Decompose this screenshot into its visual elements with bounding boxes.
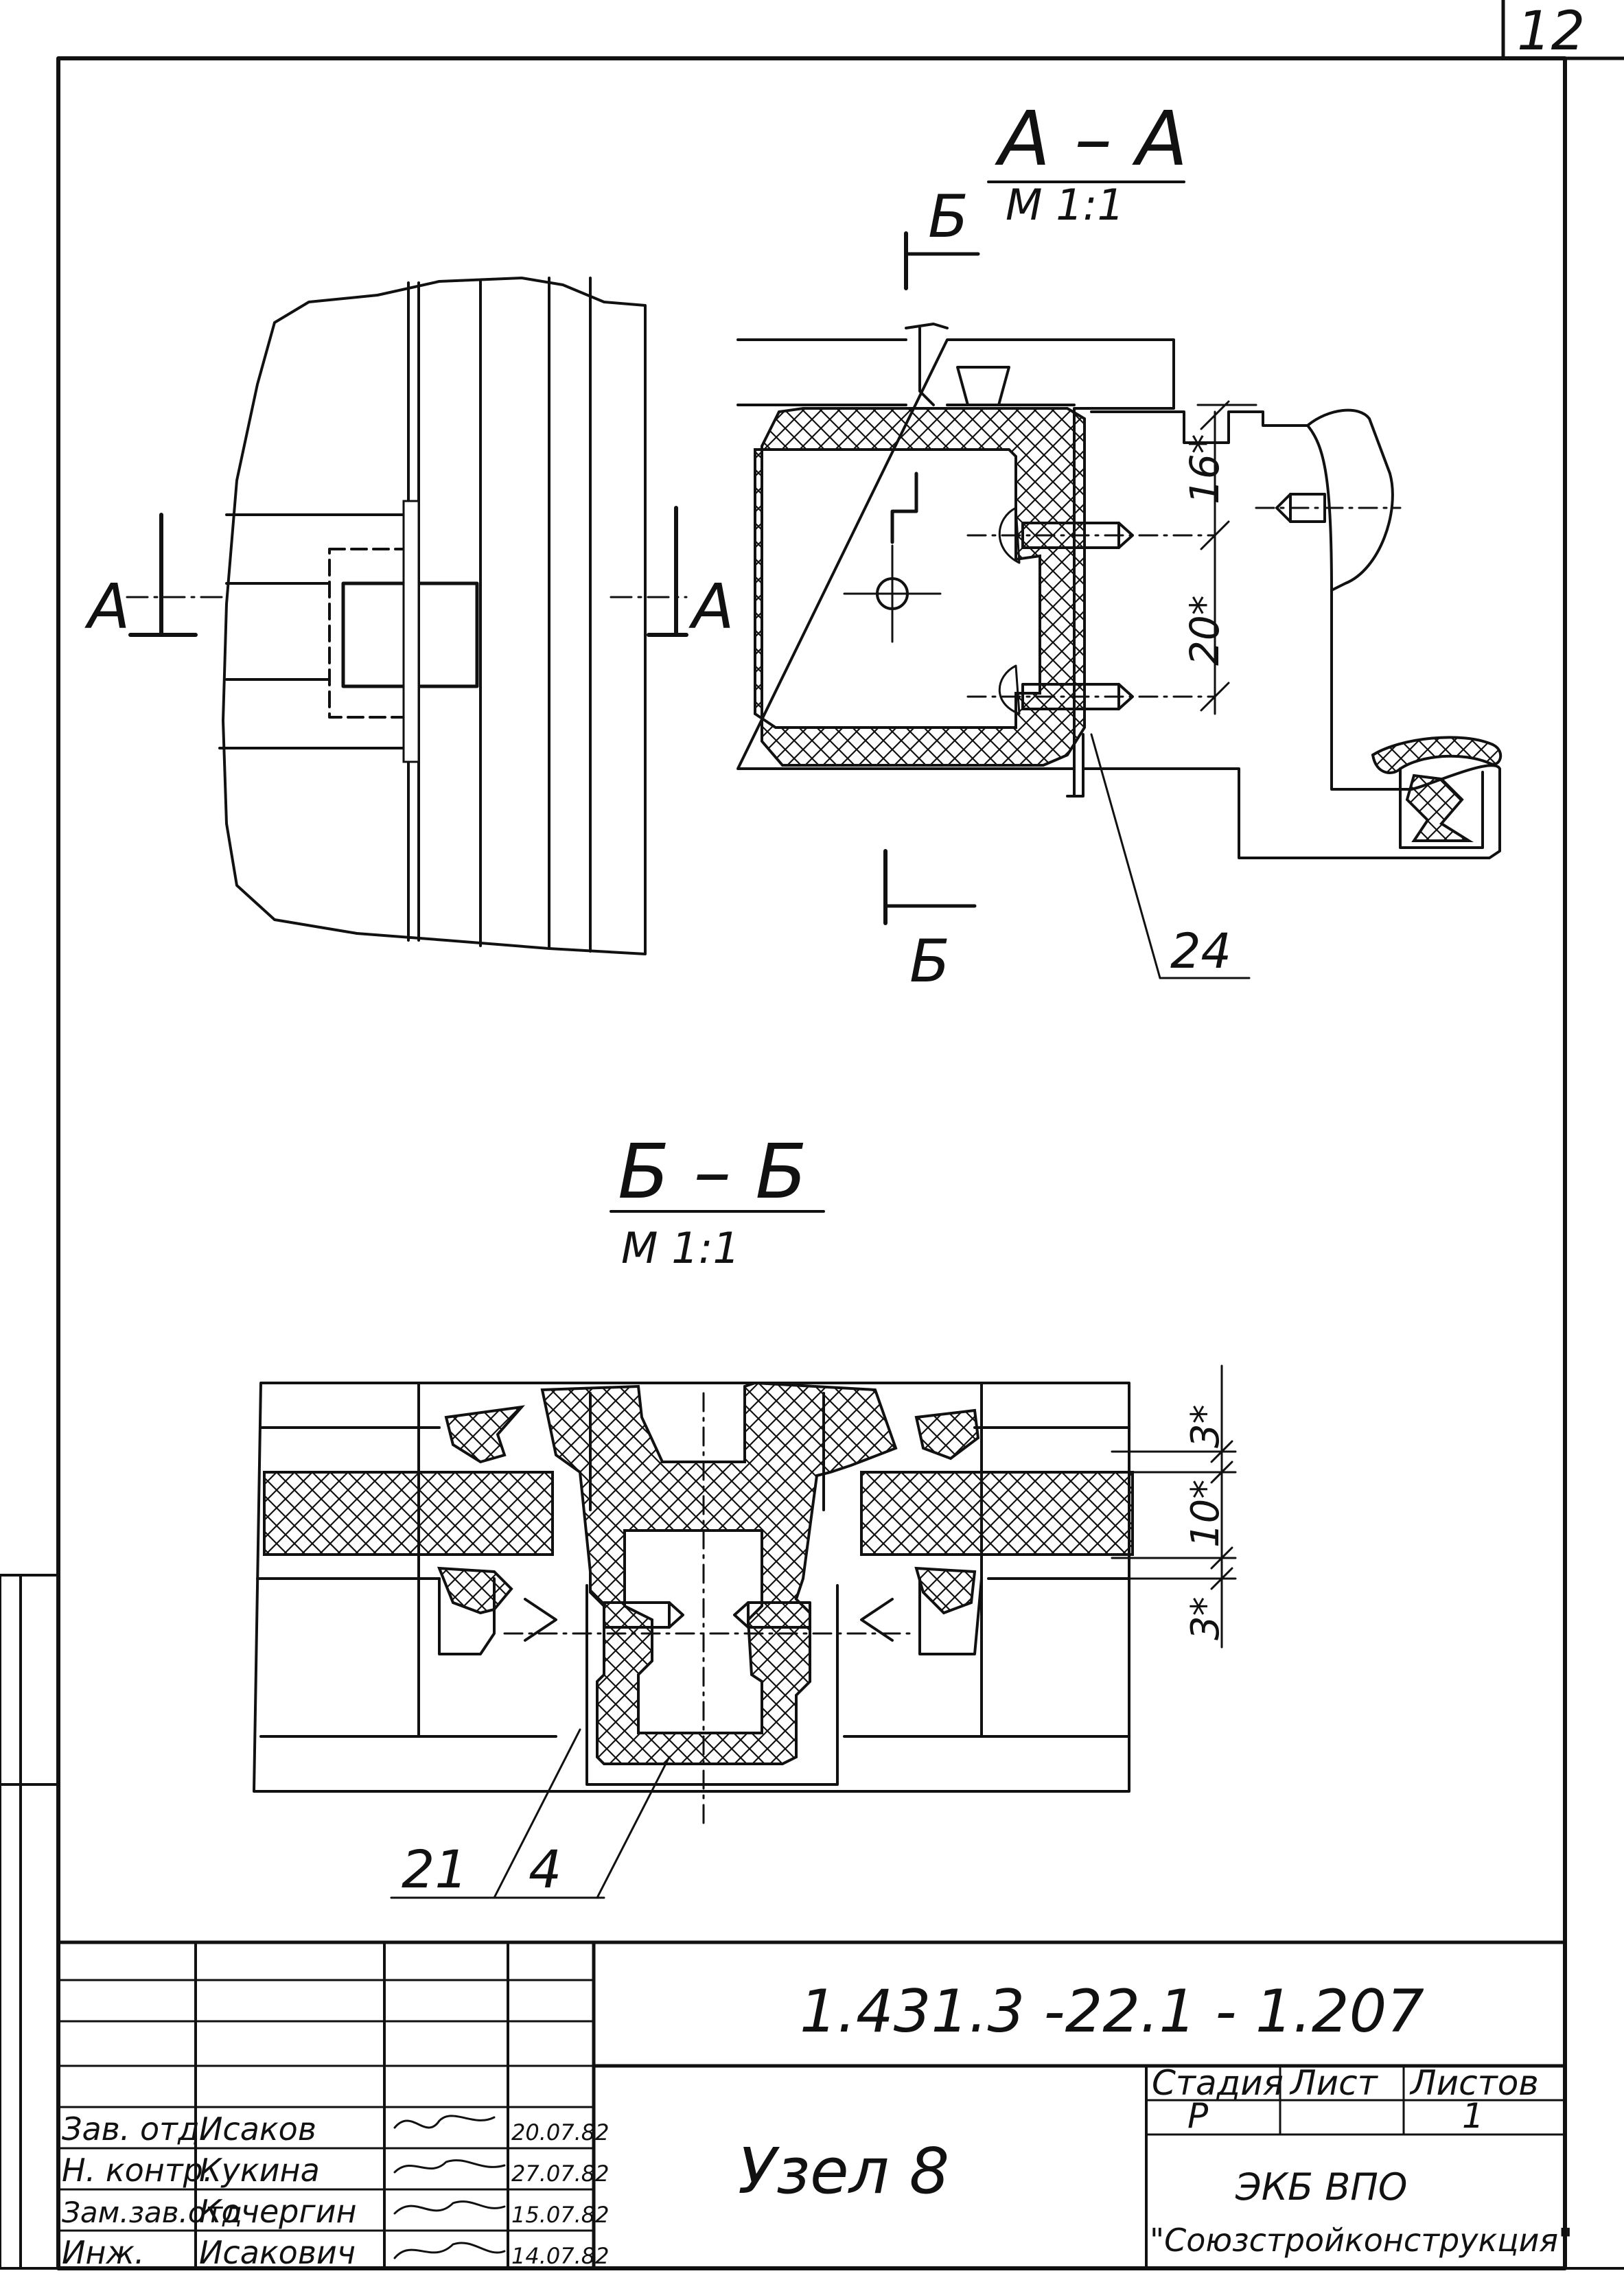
stage-header: Стадия <box>1152 2063 1284 2103</box>
signature-role: Зав. отд. <box>62 2110 209 2148</box>
leader-aa-item: 24 <box>1090 733 1251 979</box>
section-aa-scale: М 1:1 <box>1006 180 1124 230</box>
signature-name: Исакович <box>199 2234 356 2271</box>
signature-date: 15.07.82 <box>511 2202 610 2228</box>
leader-bb-label-right: 4 <box>529 1839 561 1900</box>
cut-label-b-bottom: Б <box>909 927 950 996</box>
cut-marker-b-top: Б <box>904 183 980 290</box>
signature-name: Кукина <box>199 2152 320 2189</box>
dimension-aa-lower: 20* <box>1181 595 1228 666</box>
signature-date: 27.07.82 <box>511 2161 610 2187</box>
leader-bb-items: 21 4 <box>390 1728 671 1900</box>
handwritten-signature <box>393 2200 506 2215</box>
organization-line1: ЭКБ ВПО <box>1235 2165 1407 2209</box>
cut-label-a-right: А <box>688 571 734 643</box>
signature-name: Кочергин <box>199 2193 357 2230</box>
dimension-bb-mid: 10* <box>1183 1480 1228 1548</box>
cut-marker-a-right: А <box>647 506 734 643</box>
signature-date: 20.07.82 <box>511 2119 610 2145</box>
drawing-designation: 1.431.3 -22.1 - 1.207 <box>800 1977 1424 2046</box>
organization-line2: "Союзстройконструкция" <box>1150 2222 1573 2259</box>
handwritten-signature <box>393 2115 496 2129</box>
section-bb-title: Б – Б М 1:1 <box>610 1128 825 1273</box>
plan-view <box>126 277 688 955</box>
dimension-aa-upper: 16* <box>1181 434 1228 504</box>
leader-aa-label: 24 <box>1170 923 1231 979</box>
signature-name: Исаков <box>199 2110 316 2148</box>
signature-role: Н. контр. <box>62 2152 213 2189</box>
cut-marker-a-left: А <box>84 513 198 643</box>
section-aa-geometry <box>736 323 1503 859</box>
section-aa-title: А – А М 1:1 <box>987 95 1187 230</box>
section-bb-title-text: Б – Б <box>618 1128 807 1215</box>
section-aa-title-text: А – А <box>995 95 1187 183</box>
leader-bb-label-left: 21 <box>402 1839 468 1900</box>
signature-role: Инж. <box>62 2234 145 2271</box>
handwritten-signature <box>393 2159 506 2174</box>
sheet-number: 12 <box>1517 1 1585 62</box>
signature-date: 14.07.82 <box>511 2243 610 2269</box>
sheets-header: Листов <box>1409 2063 1539 2103</box>
section-bb-dimensions: 3* 10* 3* <box>1111 1364 1237 1649</box>
drawing-name: Узел 8 <box>738 2134 949 2208</box>
sheet-header: Лист <box>1289 2063 1379 2103</box>
section-aa-dimensions: 16* 20* <box>1181 400 1257 715</box>
handwritten-signature <box>393 2242 506 2259</box>
section-bb-scale: М 1:1 <box>621 1223 740 1273</box>
sheets-value: 1 <box>1462 2096 1484 2136</box>
signature-role: Зам.зав.отд <box>62 2196 242 2229</box>
cut-label-a-left: А <box>84 571 130 643</box>
stage-value: Р <box>1187 2096 1209 2136</box>
section-bb-geometry <box>253 1381 1134 1827</box>
cut-label-b-top: Б <box>928 183 968 251</box>
cut-marker-b-bottom: Б <box>883 849 977 996</box>
dimension-bb-top: 3* <box>1183 1404 1228 1448</box>
dimension-bb-bottom: 3* <box>1183 1596 1228 1640</box>
title-block: 1.431.3 -22.1 - 1.207 Узел 8 Стадия Лист… <box>56 1940 1573 2271</box>
